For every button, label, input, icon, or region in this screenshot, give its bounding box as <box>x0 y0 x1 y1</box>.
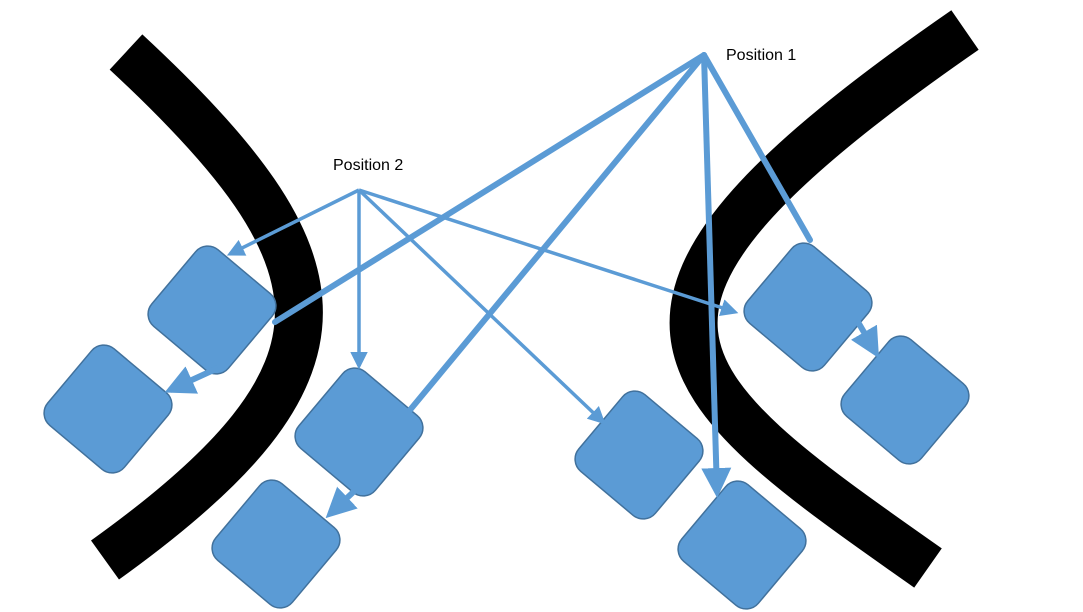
position-1-label: Position 1 <box>726 47 796 64</box>
arrow-center-box-to-lower <box>325 477 369 519</box>
box-right-top <box>743 242 873 372</box>
arrow-p2-to-right-box <box>358 188 739 317</box>
box-left-top <box>147 245 277 375</box>
box-left-bottom <box>43 344 173 474</box>
ray-p1-to-left-box <box>272 52 707 325</box>
box-center-right <box>574 390 704 520</box>
arrow-left-box-to-lower <box>164 365 220 394</box>
box-bottom-right <box>677 480 807 610</box>
arrow-p2-to-center-right-box <box>357 188 606 425</box>
ray-p1-to-right-box <box>701 52 813 243</box>
box-center-left <box>294 367 424 497</box>
arrow-right-box-to-lower <box>850 320 880 359</box>
right-curve <box>669 10 979 588</box>
box-right-bottom <box>840 335 970 465</box>
arrow-p2-to-left-box <box>226 188 360 256</box>
left-curve <box>91 34 323 580</box>
position-2-label: Position 2 <box>333 157 403 174</box>
box-center-left-bottom <box>211 479 341 609</box>
ray-p1-to-center-left-box <box>407 52 707 413</box>
ray-p1-to-bottom-right-box <box>701 54 732 498</box>
